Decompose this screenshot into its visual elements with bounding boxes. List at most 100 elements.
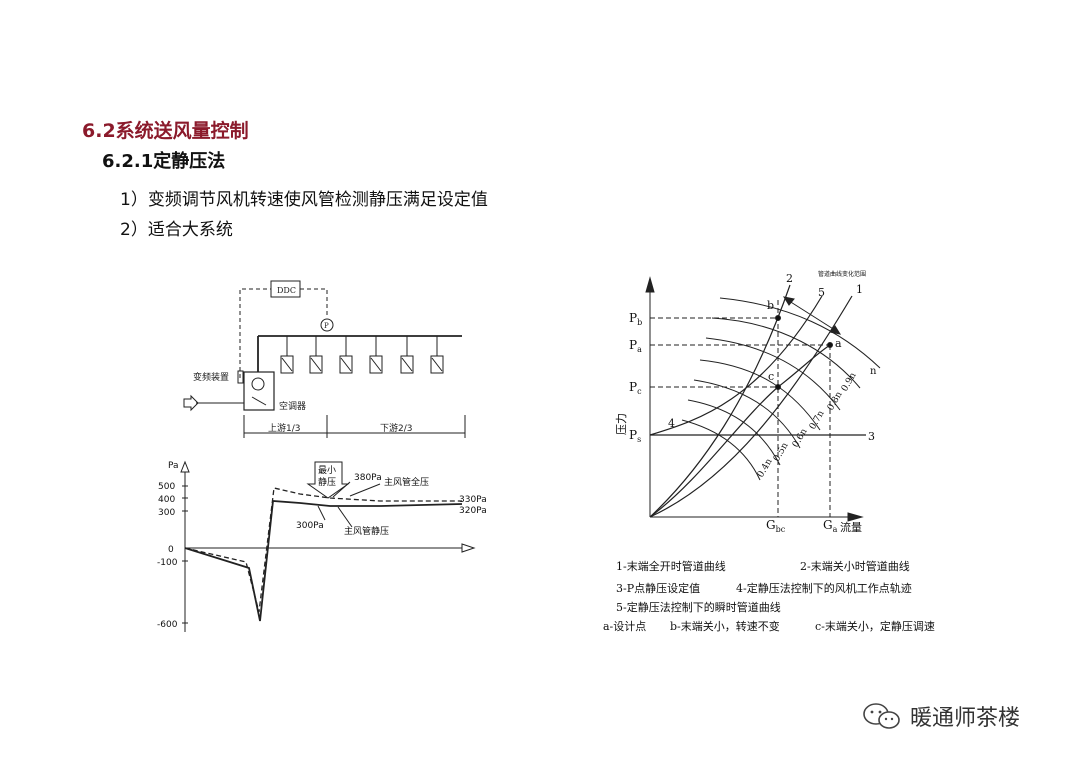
label-320: 320Pa xyxy=(459,506,487,516)
speed-n: n xyxy=(870,366,877,377)
y-axis-arrow-icon xyxy=(180,460,190,473)
label-ga: Ga xyxy=(823,518,838,534)
label-ps: Ps xyxy=(629,428,641,444)
label-static-pressure: 主风管静压 xyxy=(344,525,389,537)
label-pa-sub: a xyxy=(637,345,642,354)
x-axis-arrow-icon xyxy=(461,543,476,553)
legend-a: a-设计点 xyxy=(603,620,646,633)
inlet-arrow-icon xyxy=(183,394,199,412)
fan-speed-curves xyxy=(681,297,881,481)
label-pb-sub: b xyxy=(637,318,642,327)
speed-0-4n: 0.4n xyxy=(756,457,775,480)
tick-300: 300 xyxy=(158,508,175,518)
operating-locus-4 xyxy=(649,344,831,518)
legend-1: 1-末端全开时管道曲线 xyxy=(616,559,726,573)
label-pb: Pb xyxy=(629,311,642,327)
label-ps-main: P xyxy=(629,428,637,442)
ddc-label: DDC xyxy=(277,286,296,295)
curve-xlabel: 流量 xyxy=(840,520,862,534)
y-ticks xyxy=(182,485,188,624)
label-pc: Pc xyxy=(629,380,642,396)
pressure-unit: Pa xyxy=(168,461,179,471)
watermark-text: 暖通师茶楼 xyxy=(910,706,1021,731)
point-b xyxy=(775,315,781,321)
speed-0-9n: 0.9n xyxy=(840,371,859,394)
label-pa-main: P xyxy=(629,338,637,352)
label-ps-sub: s xyxy=(637,435,641,444)
pressure-sensor xyxy=(320,318,334,332)
sensor-label: P xyxy=(324,322,329,330)
leader-total xyxy=(349,483,381,497)
static-pressure-curve xyxy=(184,500,463,622)
point-a xyxy=(827,342,833,348)
leader-static xyxy=(337,506,353,528)
label-pa: Pa xyxy=(629,338,642,354)
ahu-box xyxy=(243,371,275,411)
point-2: 2）适合大系统 xyxy=(120,220,233,240)
label-point-a: a xyxy=(835,337,842,350)
curve-x-arrow-icon xyxy=(847,512,864,522)
downstream-label: 下游2/3 xyxy=(380,422,413,434)
fan-icon xyxy=(251,377,265,391)
legend-b: b-末端关小，转速不变 xyxy=(670,619,780,633)
label-ga-sub: a xyxy=(833,525,838,534)
label-380: 380Pa xyxy=(354,473,382,483)
tick-minus100: -100 xyxy=(157,558,178,568)
tick-minus600: -600 xyxy=(157,620,178,630)
label-point-c: c xyxy=(768,370,774,383)
pressure-distribution-chart xyxy=(180,460,476,632)
label-gbc-sub: bc xyxy=(776,525,786,534)
legend-c: c-末端关小，定静压调速 xyxy=(815,619,935,633)
point-1: 1）变频调节风机转速使风管检测静压满足设定值 xyxy=(120,190,488,210)
vfd-label: 变频装置 xyxy=(193,371,229,383)
ddc-signal-line-left xyxy=(239,288,271,378)
label-gbc-main: G xyxy=(766,518,776,532)
curve-num-1: 1 xyxy=(856,283,863,296)
leader-380 xyxy=(332,481,351,498)
curve-num-4: 4 xyxy=(668,417,675,430)
label-pb-main: P xyxy=(629,311,637,325)
curve-num-3: 3 xyxy=(868,430,875,443)
legend-5: 5-定静压法控制下的瞬时管道曲线 xyxy=(616,600,781,614)
label-point-b: b xyxy=(767,299,774,312)
curve-ylabel: 压力 xyxy=(615,413,628,435)
min-static-callout xyxy=(306,461,350,499)
range-arrow-right-icon xyxy=(829,325,842,335)
point-c xyxy=(775,384,781,390)
legend-3: 3-P点静压设定值 xyxy=(616,581,700,595)
label-pc-sub: c xyxy=(637,387,642,396)
speed-0-7n: 0.7n xyxy=(808,409,827,432)
label-330: 330Pa xyxy=(459,495,487,505)
terminal-units xyxy=(280,336,444,374)
speed-0-8n: 0.8n xyxy=(826,390,845,413)
speed-0-6n: 0.6n xyxy=(791,427,810,450)
label-total-pressure: 主风管全压 xyxy=(384,476,429,488)
system-schematic xyxy=(183,280,466,438)
ahu-label: 空调器 xyxy=(279,400,306,412)
tick-500: 500 xyxy=(158,482,175,492)
upstream-label: 上游1/3 xyxy=(268,422,301,434)
label-gbc: Gbc xyxy=(766,518,786,534)
range-arrow-line xyxy=(785,298,839,333)
subsection-title: 6.2.1定静压法 xyxy=(102,151,226,172)
watermark: 暖通师茶楼 xyxy=(860,700,1020,732)
instant-duct-curve-5 xyxy=(649,295,823,436)
legend-4: 4-定静压法控制下的风机工作点轨迹 xyxy=(736,581,912,595)
ddc-box xyxy=(270,280,301,298)
vfd-device xyxy=(237,370,244,384)
curve-num-5: 5 xyxy=(818,286,825,299)
total-pressure-curve xyxy=(184,487,462,613)
label-pc-main: P xyxy=(629,380,637,394)
label-ga-main: G xyxy=(823,518,833,532)
leader-300 xyxy=(317,505,326,521)
speed-0-5n: 0.5n xyxy=(772,441,791,464)
curve-num-2: 2 xyxy=(786,272,793,285)
ddc-signal-line-right xyxy=(300,288,328,318)
min-static-label-2: 静压 xyxy=(318,476,336,488)
coil-icon xyxy=(251,396,267,406)
tick-400: 400 xyxy=(158,495,175,505)
duct-curve-1 xyxy=(649,295,853,518)
range-note: 管道曲线变化范围 xyxy=(818,270,866,278)
tick-0: 0 xyxy=(168,545,174,555)
